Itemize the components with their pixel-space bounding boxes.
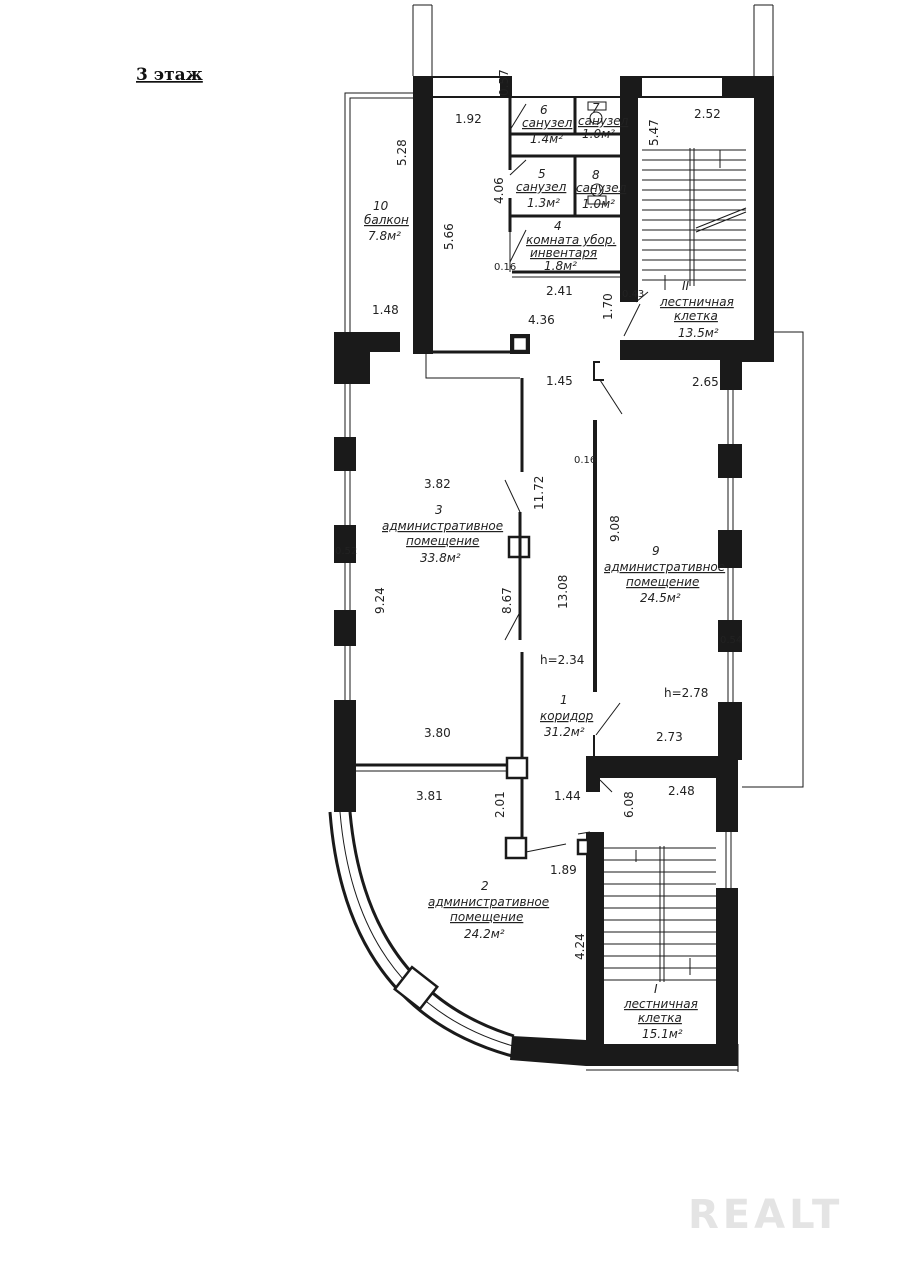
- room-5-area: 1.3м²: [527, 196, 560, 210]
- curved-wall: [328, 811, 586, 1066]
- room-1-name: коридор: [540, 709, 594, 723]
- room-3-name-1: административное: [382, 519, 503, 533]
- dim-1-44: 1.44: [554, 789, 581, 803]
- dim-2-41: 2.41: [546, 284, 573, 298]
- stair-ii-steps: [642, 148, 747, 290]
- dim-3-80: 3.80: [424, 726, 451, 740]
- room-4-name-2: инвентаря: [530, 246, 597, 260]
- dim-5-28: 5.28: [395, 139, 409, 166]
- dim-11-72: 11.72: [532, 476, 546, 510]
- room-7-name: санузел: [578, 114, 629, 128]
- dim-1-89: 1.89: [550, 863, 577, 877]
- room-2-num: 2: [481, 879, 489, 893]
- dim-1-92: 1.92: [455, 112, 482, 126]
- stair-i-steps: [604, 846, 716, 982]
- dim-0-52: 0.52: [335, 546, 357, 557]
- exterior-walls: [334, 76, 804, 1072]
- floor-title: 3 этаж: [136, 65, 203, 85]
- room-10-num: 10: [373, 199, 389, 213]
- dim-4-24: 4.24: [573, 933, 587, 960]
- dim-9-24: 9.24: [373, 587, 387, 614]
- room-5-num: 5: [538, 167, 546, 181]
- dim-6-08: 6.08: [622, 791, 636, 818]
- dimension-labels: 0.57 1.92 2.52 5.47 5.28 4.06 5.66 0.16 …: [335, 69, 742, 960]
- room-7-area: 1.0м²: [582, 127, 615, 141]
- dim-2-48: 2.48: [668, 784, 695, 798]
- watermark-logo: REALT: [688, 1192, 843, 1238]
- dim-0-57: 0.57: [497, 69, 511, 96]
- room-labels: 6 санузел 1.4м² 7 санузел 1.0м² 5 санузе…: [364, 101, 734, 1041]
- dim-1-70: 1.70: [601, 293, 615, 320]
- dim-4-36: 4.36: [528, 313, 555, 327]
- dim-1-45: 1.45: [546, 374, 573, 388]
- room-2-name-2: помещение: [450, 910, 523, 924]
- balcony-outline: [344, 92, 414, 332]
- room-6-num: 6: [540, 103, 548, 117]
- dim-9-08: 9.08: [608, 515, 622, 542]
- dim-3-82: 3.82: [424, 477, 451, 491]
- dim-0-16-b: 0.16: [574, 455, 596, 466]
- dim-4-06: 4.06: [492, 177, 506, 204]
- room-2-name-1: административное: [428, 895, 549, 909]
- room-6-area: 1.4м²: [530, 132, 563, 146]
- room-7-num: 7: [592, 101, 600, 115]
- stair-i-area: 15.1м²: [642, 1027, 683, 1041]
- dim-0-16-a: 0.16: [494, 262, 516, 273]
- dim-0-43: 0.43: [622, 289, 644, 300]
- room-8-num: 8: [592, 168, 600, 182]
- dim-2-73: 2.73: [656, 730, 683, 744]
- room-9-num: 9: [652, 544, 660, 558]
- stair-ii-name-1: лестничная: [659, 295, 734, 309]
- stair-ii-area: 13.5м²: [678, 326, 719, 340]
- context-lines: [412, 4, 774, 76]
- dim-2-52: 2.52: [694, 107, 721, 121]
- dim-3-81: 3.81: [416, 789, 443, 803]
- room-2-area: 24.2м²: [464, 927, 505, 941]
- dim-1-48: 1.48: [372, 303, 399, 317]
- dim-2-01: 2.01: [493, 791, 507, 818]
- dim-2-65: 2.65: [692, 375, 719, 389]
- dim-h-2-78: h=2.78: [664, 686, 708, 700]
- dim-0-54: 0.54: [720, 635, 742, 646]
- dim-5-66: 5.66: [442, 223, 456, 250]
- room-4-name-1: комната убор.: [526, 233, 616, 247]
- room-8-area: 1.0м²: [582, 197, 615, 211]
- interior-walls: [356, 97, 649, 860]
- dim-5-47: 5.47: [647, 119, 661, 146]
- wc-fixtures: [509, 101, 607, 263]
- room-10-name: балкон: [364, 213, 409, 227]
- room-9-name-2: помещение: [626, 575, 699, 589]
- stair-ii-num: II: [682, 279, 690, 293]
- dim-13-08: 13.08: [556, 575, 570, 609]
- room-3-area: 33.8м²: [420, 551, 461, 565]
- room-1-area: 31.2м²: [544, 725, 585, 739]
- stair-i-name-2: клетка: [638, 1011, 682, 1025]
- room-3-name-2: помещение: [406, 534, 479, 548]
- room-5-name: санузел: [516, 180, 567, 194]
- stair-i-name-1: лестничная: [623, 997, 698, 1011]
- room-1-num: 1: [560, 693, 568, 707]
- room-9-name-1: административное: [604, 560, 725, 574]
- room-6-name: санузел: [522, 116, 573, 130]
- stair-ii-name-2: клетка: [674, 309, 718, 323]
- dim-h-2-34: h=2.34: [540, 653, 584, 667]
- room-9-area: 24.5м²: [640, 591, 681, 605]
- room-4-area: 1.8м²: [544, 259, 577, 273]
- dim-8-67: 8.67: [500, 587, 514, 614]
- room-4-num: 4: [554, 219, 562, 233]
- room-10-area: 7.8м²: [368, 229, 401, 243]
- stair-i-num: I: [654, 982, 658, 996]
- room-3-num: 3: [435, 503, 443, 517]
- room-8-name: санузел: [576, 181, 627, 195]
